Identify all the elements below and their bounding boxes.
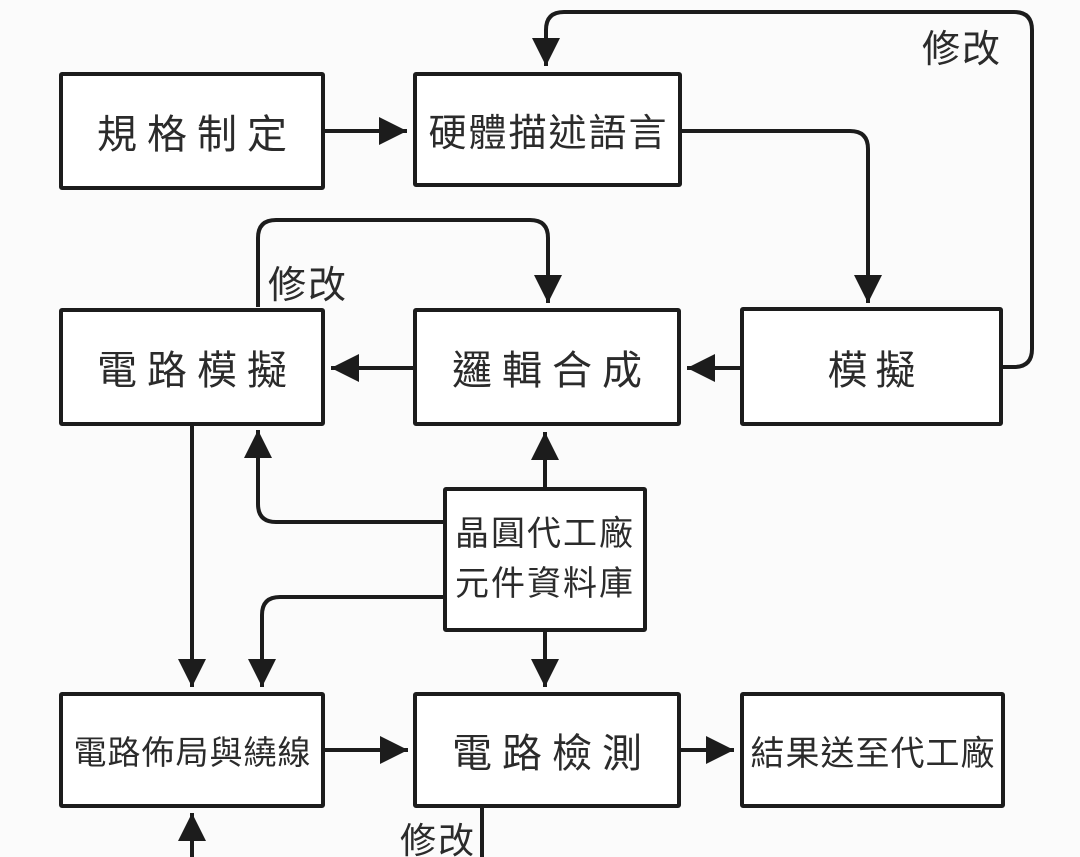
node-circuit-test-label: 電路檢測 (452, 732, 652, 776)
node-circuit-simulation-label: 電路模擬 (97, 349, 297, 393)
node-layout-and-routing-label: 電路佈局與繞線 (73, 734, 312, 771)
node-foundry-db-label-line2: 元件資料庫 (455, 564, 635, 603)
node-foundry-db-label-line1: 晶圓代工廠 (455, 515, 635, 554)
node-hdl-label: 硬體描述語言 (428, 113, 669, 155)
edge-foundry-db-to-layout-routing (248, 595, 443, 687)
edge-circuit-sim-to-logic-synth-modify-loop (256, 218, 562, 307)
edge-hdl-to-sim (682, 129, 882, 303)
node-circuit-test: 電路檢測 (413, 692, 681, 808)
edge-label-modify-bottom: 修改 (400, 820, 477, 857)
node-result-to-foundry: 結果送至代工廠 (740, 692, 1005, 808)
node-layout-and-routing: 電路佈局與繞線 (59, 692, 325, 808)
edge-label-modify-middle: 修改 (268, 265, 349, 307)
edge-label-modify-top: 修改 (922, 29, 1003, 71)
node-specification: 規格制定 (59, 72, 325, 190)
node-specification-label: 規格制定 (97, 113, 297, 157)
edge-foundry-db-to-circuit-sim (244, 430, 443, 524)
node-simulation: 模擬 (740, 307, 1003, 426)
node-circuit-simulation: 電路模擬 (59, 308, 325, 426)
node-foundry-component-database: 晶圓代工廠 元件資料庫 (443, 487, 647, 632)
node-result-to-foundry-label: 結果送至代工廠 (750, 734, 996, 773)
node-logic-synthesis: 邏輯合成 (413, 308, 681, 426)
node-hardware-description-language: 硬體描述語言 (413, 72, 682, 187)
edge-sim-to-hdl-modify-loop (532, 10, 1034, 369)
node-logic-synthesis-label: 邏輯合成 (452, 349, 652, 393)
node-simulation-label: 模擬 (827, 348, 924, 393)
